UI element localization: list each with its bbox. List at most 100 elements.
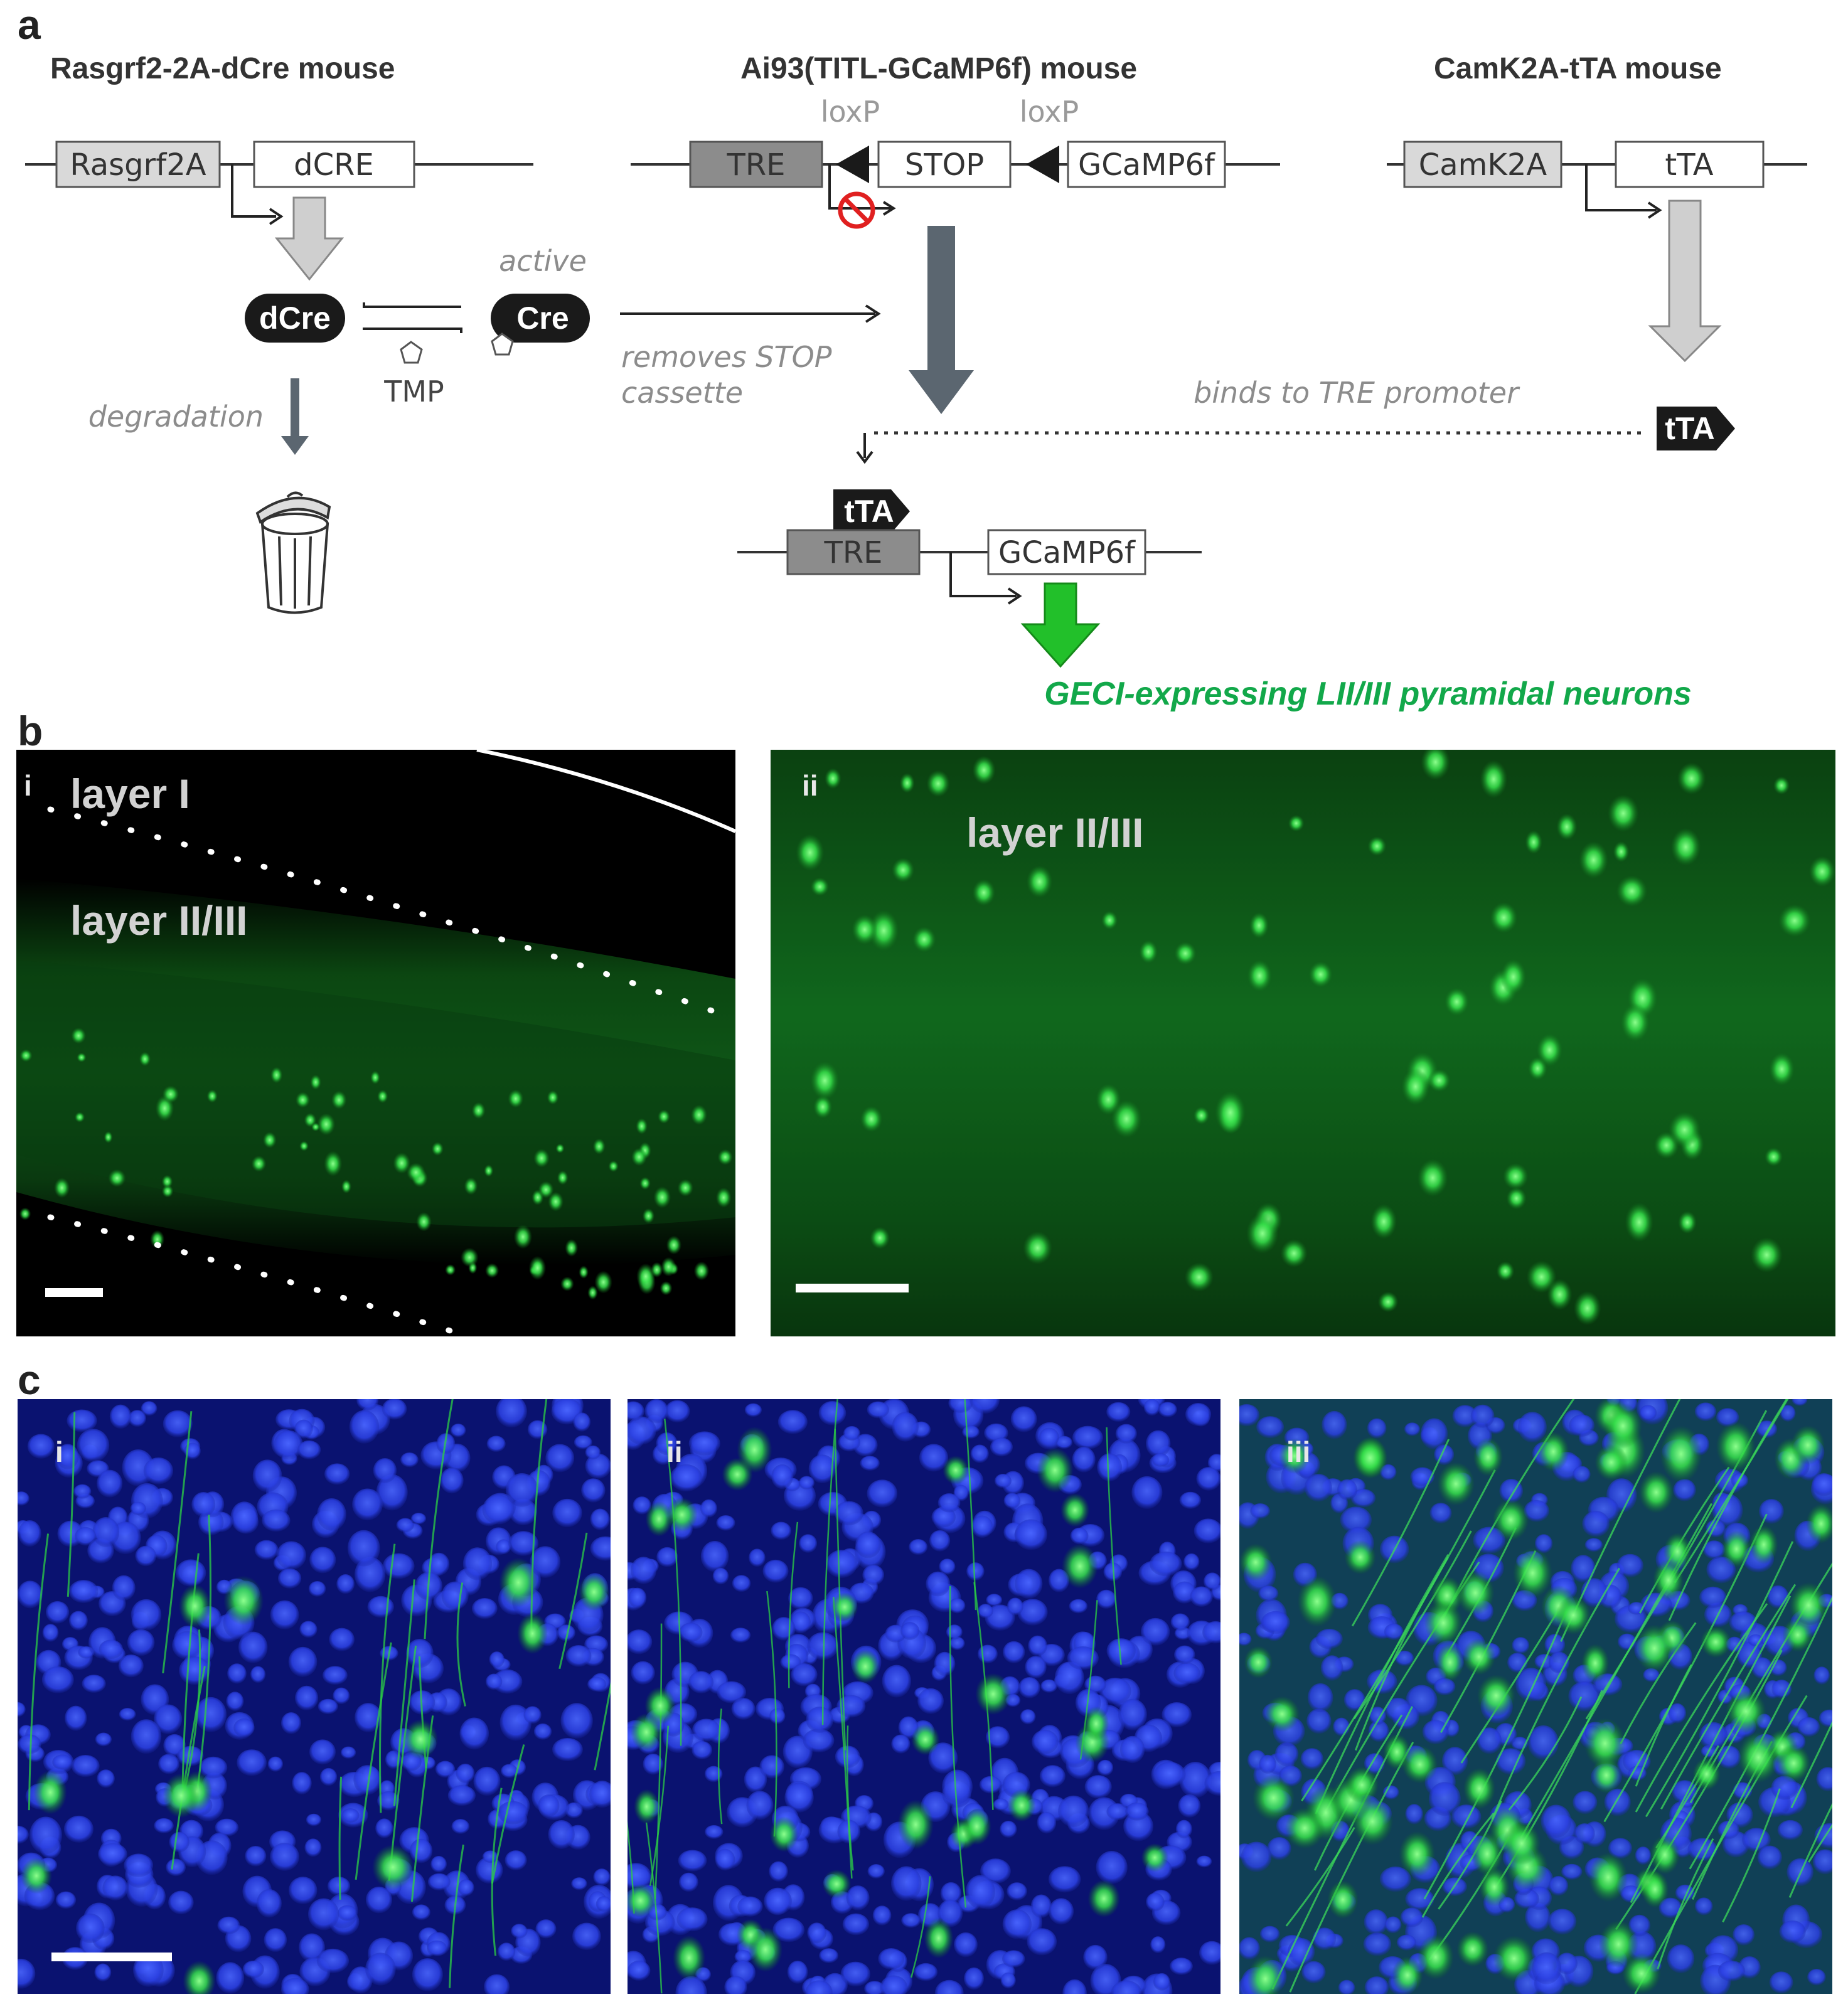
nucleus [1322,1410,1347,1439]
nucleus [1807,1969,1826,1986]
nucleus [589,1781,611,1808]
nucleus [270,1600,299,1630]
neuron-soma [661,1257,676,1277]
nucleus [166,1858,186,1877]
neuron-soma [975,1673,1012,1715]
nucleus [901,1913,921,1928]
nucleus [309,1739,336,1765]
nucleus [732,1575,751,1592]
nucleus [1002,1909,1032,1939]
neuron-soma [1738,1732,1780,1783]
nucleus [1250,1503,1271,1519]
neuron-soma [594,1271,612,1294]
neuron-soma [150,1230,165,1249]
nucleus [1274,1742,1299,1767]
neuron-soma [851,1649,880,1684]
nucleus [1000,1972,1016,1989]
neuron-soma [74,1112,85,1123]
neuron-soma [317,1113,336,1136]
nucleus [329,1628,355,1651]
nucleus [1574,1823,1595,1845]
nucleus [1812,1849,1832,1875]
neuron-soma [1635,1624,1674,1673]
nucleus [447,1785,476,1806]
gcamp6f-gene-label: GCaMP6f [1078,147,1215,183]
nucleus [473,1766,501,1796]
nucleus [489,1651,505,1668]
nucleus [1017,1599,1048,1626]
nucleus [1118,1698,1147,1730]
dcre-protein [245,294,345,343]
neuron-soma [77,1052,87,1063]
neuron-soma [796,834,825,871]
nucleus [573,1412,591,1432]
camk2a-construct: CamK2A-tTA mouse CamK2A tTA tTA binds to… [856,52,1807,464]
nucleus [1307,1683,1333,1713]
nucleus [288,1646,318,1677]
nucleus [787,1960,808,1984]
nucleus [427,1940,447,1956]
nucleus [1367,1418,1387,1439]
neuron-soma [911,1724,940,1756]
neuron-soma [852,914,878,945]
nucleus [130,1501,146,1515]
neuron-soma [1660,1425,1702,1483]
dendrite [491,1788,503,1956]
neuron-soma [926,770,950,797]
grey-arrow-2 [1648,200,1722,363]
green-output-arrow [1020,582,1101,668]
tmp-bound-icon [491,333,514,356]
nucleus [872,1905,892,1926]
neuron-soma [810,1061,840,1100]
neuron-soma [587,1286,598,1300]
nucleus [1792,1399,1808,1406]
nucleus [1584,1538,1603,1552]
nucleus [1146,1892,1165,1912]
nucleus [939,1558,956,1575]
nucleus [799,1534,818,1553]
neuron-soma [1083,1706,1109,1741]
neuron-soma [1477,1674,1515,1717]
stop-cassette-label: STOP [905,147,985,183]
nucleus [1333,1717,1350,1737]
no-transcription-icon [838,191,875,229]
nucleus [940,1882,962,1905]
neuron-soma [270,1067,283,1084]
dendrite [355,1642,392,1880]
nucleus [628,1401,644,1421]
neuron-soma [1244,1646,1273,1679]
neuron-soma [1716,1421,1756,1472]
nucleus [317,1498,346,1531]
nucleus [1759,1499,1784,1524]
nucleus [656,1547,678,1567]
nucleus [373,1458,397,1483]
nucleus [316,1948,350,1973]
result-construct: tTA TRE GCaMP6f GECI-expressing LII/III … [737,489,1692,712]
nucleus [1404,1422,1421,1436]
nucleus [154,1704,183,1734]
neuron-soma [403,1719,439,1759]
nucleus [746,1791,774,1820]
nucleus [365,1887,392,1914]
nucleus [154,1818,174,1834]
nucleus [1072,1446,1096,1473]
gcamp6f-gene-box [1067,141,1226,188]
nucleus [826,1550,857,1578]
nucleus [665,1400,690,1423]
nucleus [1125,1802,1149,1821]
neuron-soma [1437,1462,1475,1506]
nucleus [1300,1748,1323,1770]
nucleus [1241,1841,1272,1872]
nucleus [1639,1405,1657,1421]
neuron-soma [161,1185,174,1198]
nucleus [299,1933,325,1963]
nucleus [1055,1436,1073,1449]
nucleus [571,1877,587,1890]
neuron-soma [1502,1163,1529,1190]
nucleus [724,1976,747,1994]
nucleus [891,1866,922,1901]
nucleus [1162,1702,1192,1728]
nucleus [712,1567,729,1585]
dendrite [654,1623,663,1900]
dendrite [378,1543,396,1813]
